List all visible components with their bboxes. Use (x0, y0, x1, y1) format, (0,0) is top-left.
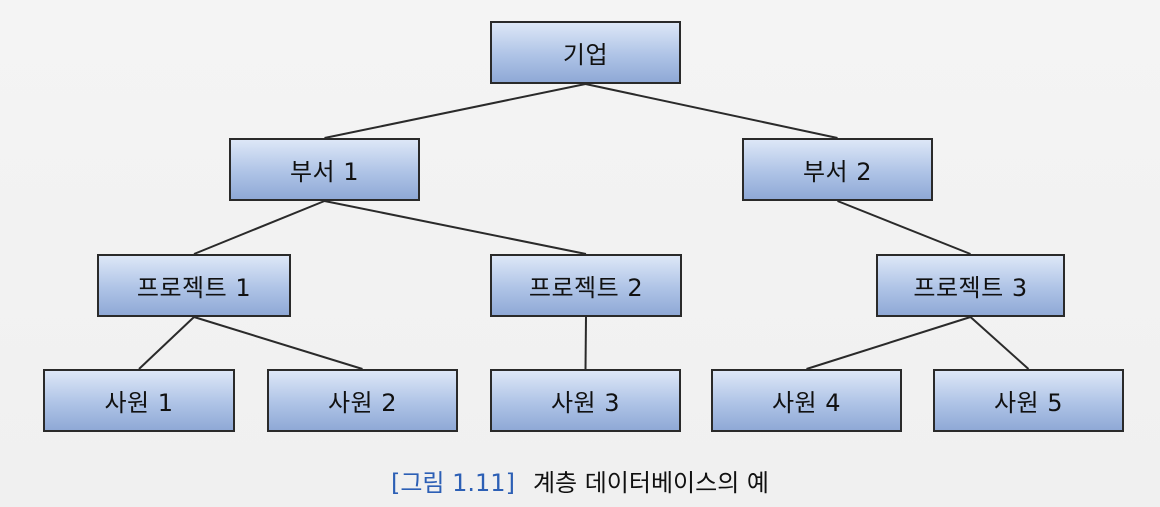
figure-label: [그림 1.11] (390, 468, 515, 497)
node-dept2: 부서 2 (742, 138, 933, 201)
figure-title: 계층 데이터베이스의 예 (532, 468, 769, 497)
node-emp3: 사원 3 (490, 369, 681, 432)
node-emp2: 사원 2 (267, 369, 458, 432)
node-proj2: 프로젝트 2 (490, 254, 682, 317)
edge-root-dept2 (585, 83, 838, 139)
edge-dept2-proj3 (837, 200, 971, 255)
node-emp4: 사원 4 (711, 369, 902, 432)
edge-proj2-emp3 (584, 316, 587, 370)
figure-caption: [그림 1.11] 계층 데이터베이스의 예 (0, 462, 1160, 498)
edge-dept1-proj1 (193, 200, 325, 255)
edge-proj3-emp5 (969, 316, 1030, 370)
edge-proj1-emp2 (193, 316, 363, 370)
edge-root-dept1 (324, 83, 586, 139)
node-proj1: 프로젝트 1 (97, 254, 291, 317)
edge-dept1-proj2 (324, 200, 587, 255)
edge-proj3-emp4 (806, 316, 971, 370)
node-root: 기업 (490, 21, 681, 84)
node-proj3: 프로젝트 3 (876, 254, 1065, 317)
node-emp5: 사원 5 (933, 369, 1124, 432)
node-emp1: 사원 1 (43, 369, 235, 432)
edge-proj1-emp1 (138, 316, 195, 370)
node-dept1: 부서 1 (229, 138, 420, 201)
